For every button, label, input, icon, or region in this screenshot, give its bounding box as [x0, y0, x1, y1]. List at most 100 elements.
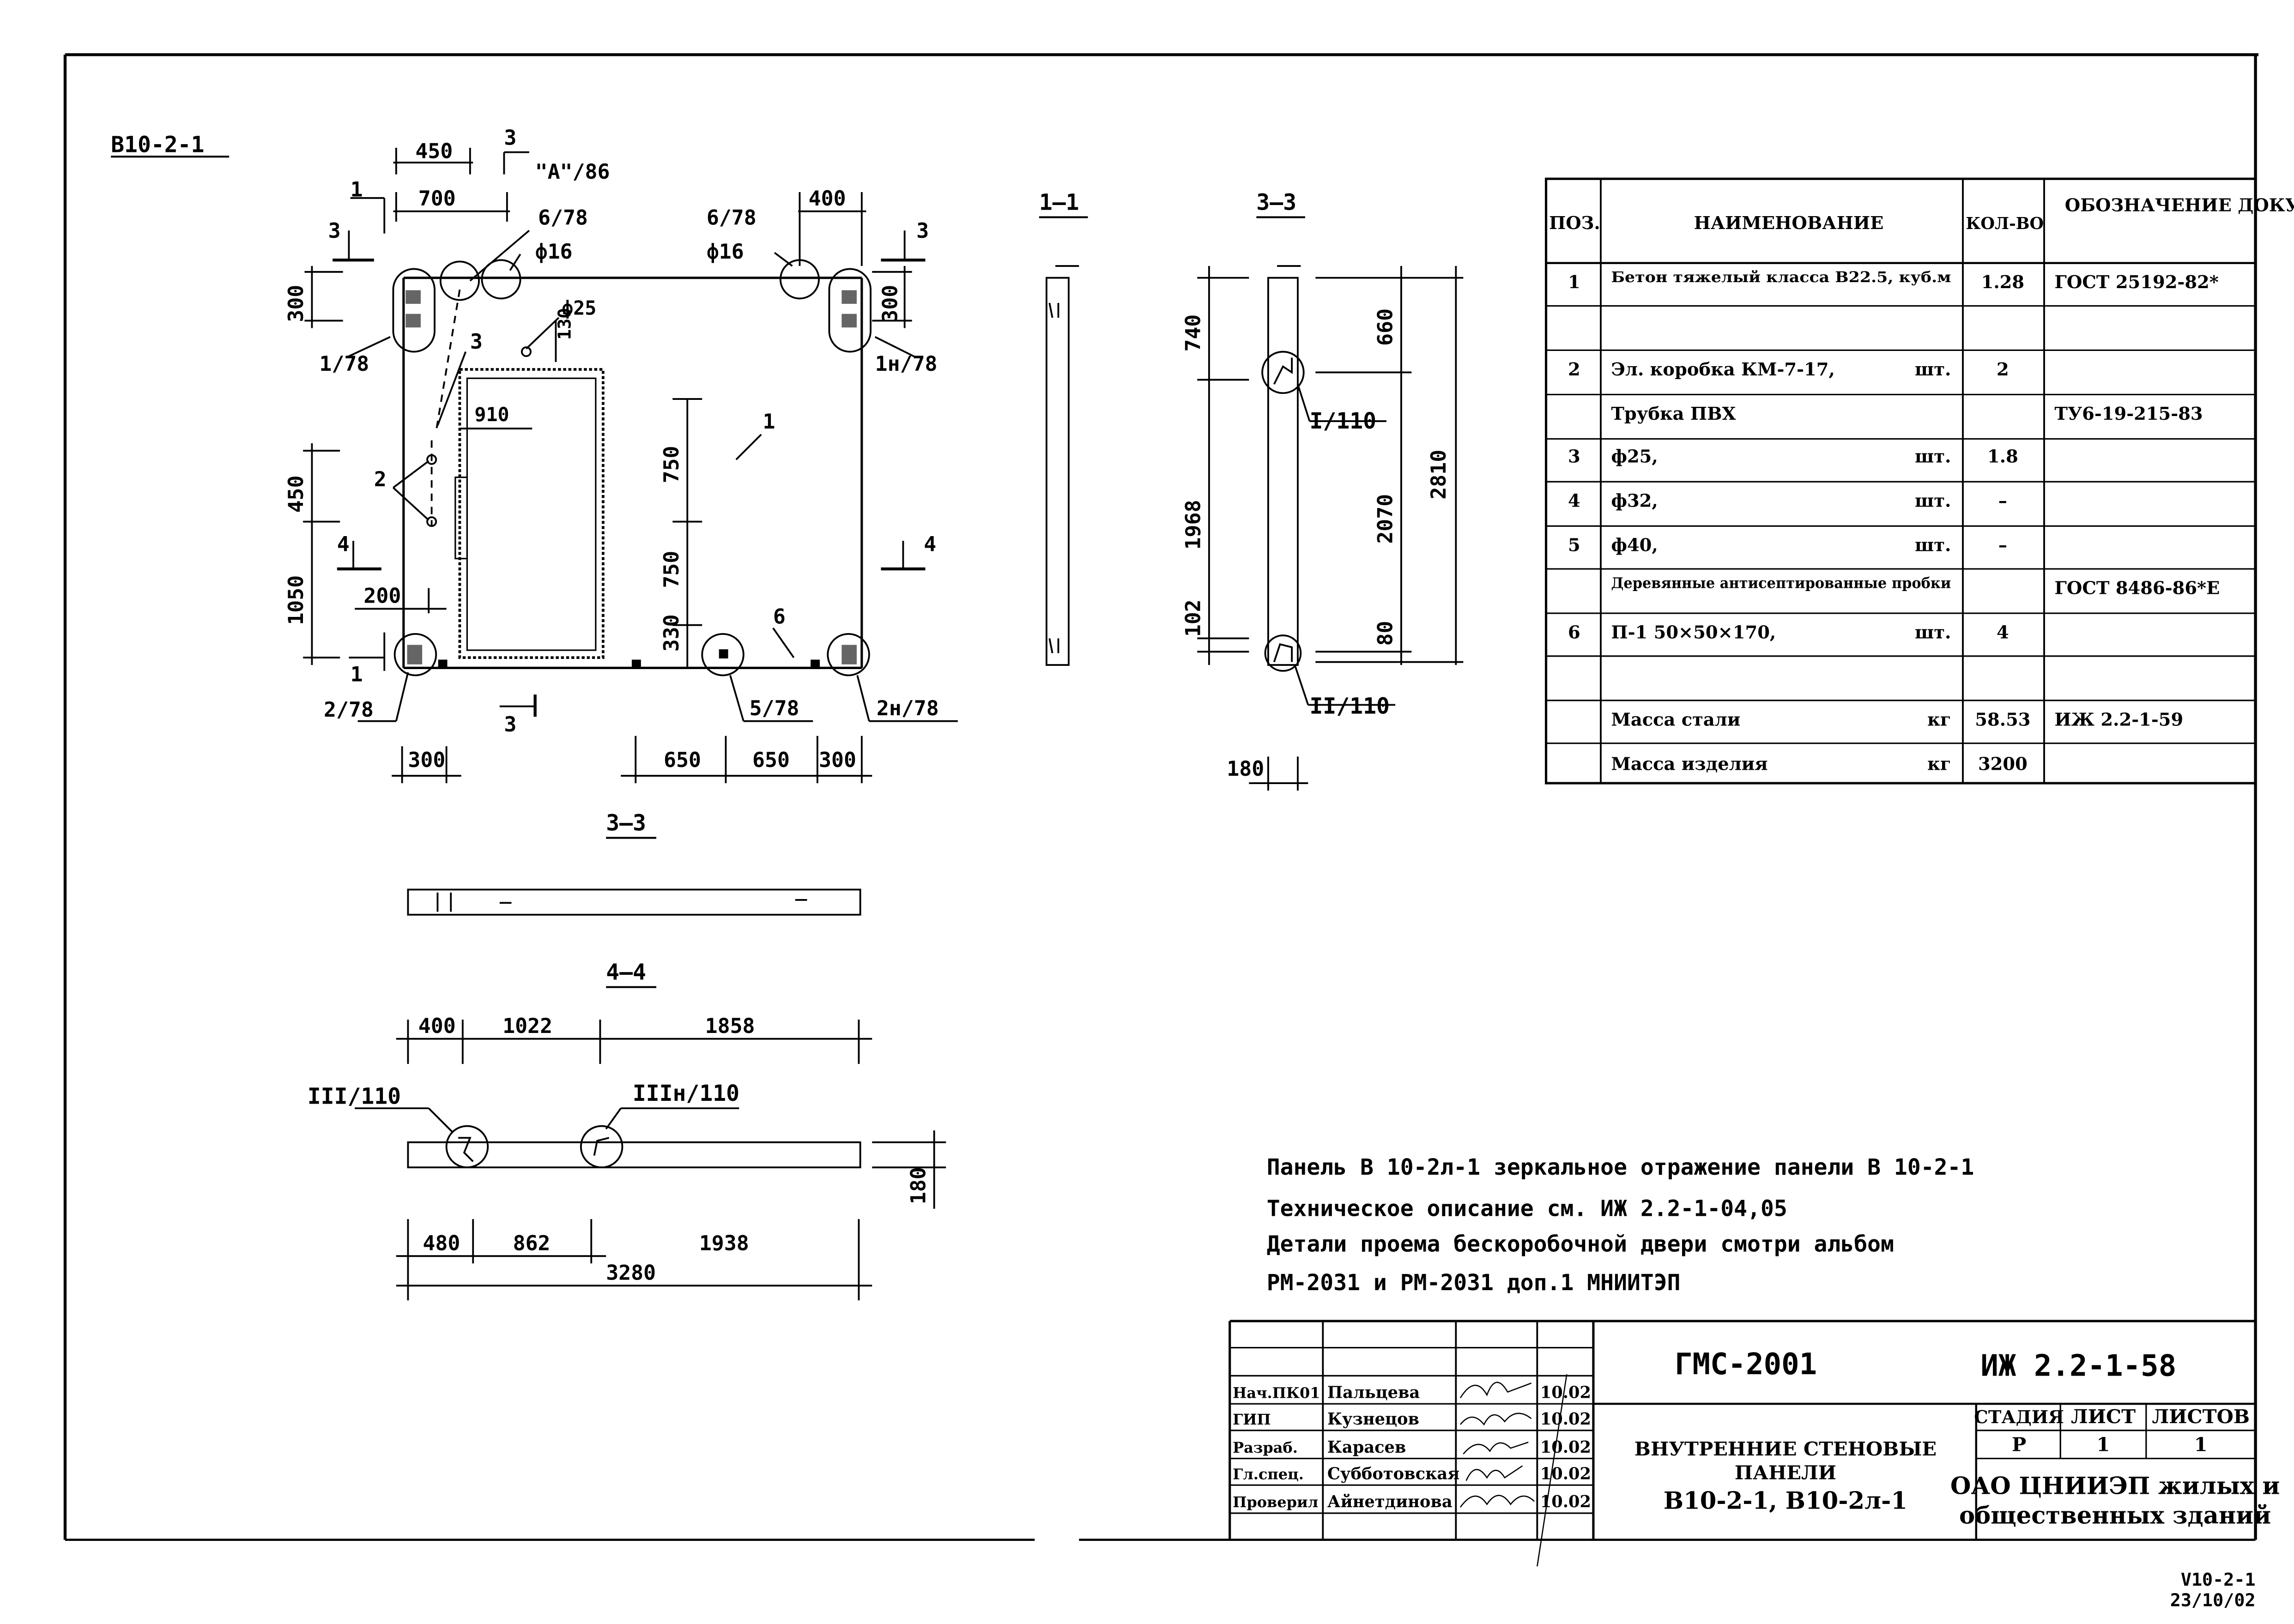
svg-text:700: 700 — [418, 186, 456, 211]
project-name: ГМС-2001 — [1675, 1347, 1817, 1382]
svg-text:ф16: ф16 — [707, 239, 744, 264]
spec-name: Масса стали — [1611, 709, 1740, 730]
svg-text:1022: 1022 — [502, 1014, 552, 1038]
svg-text:180: 180 — [906, 1167, 930, 1204]
svg-text:910: 910 — [474, 403, 509, 426]
door-opening — [458, 368, 605, 659]
signer-date: 10.02 — [1540, 1464, 1591, 1483]
spec-qty: 2 — [1997, 359, 2009, 380]
svg-text:102: 102 — [1181, 599, 1205, 637]
svg-text:1: 1 — [2097, 1433, 2110, 1456]
signer-name: Кузнецов — [1327, 1410, 1419, 1429]
svg-text:3: 3 — [504, 126, 516, 150]
spec-name: Масса изделия — [1611, 754, 1767, 774]
spec-qty: 3200 — [1978, 754, 2028, 774]
spec-unit: кг — [1927, 754, 1951, 774]
spec-pos: 3 — [1568, 447, 1580, 467]
svg-text:300: 300 — [408, 748, 445, 772]
panel-elevation-labels: 450 700 400 "А"/86 3 1 3 3 6/78 ф16 6/78… — [284, 126, 939, 772]
svg-text:1: 1 — [763, 409, 775, 434]
spec-row: Трубка ПВХ ТУ6-19-215-83 — [1611, 404, 2203, 424]
svg-text:2/78: 2/78 — [324, 697, 374, 722]
spec-pos: 2 — [1568, 359, 1580, 380]
svg-text:3–3: 3–3 — [606, 810, 646, 836]
sheet-code: В10-2-1 — [111, 132, 204, 158]
spec-name: ф40, — [1611, 535, 1658, 556]
svg-text:750: 750 — [659, 446, 684, 483]
svg-text:НАИМЕНОВАНИЕ: НАИМЕНОВАНИЕ — [1694, 213, 1884, 234]
svg-text:ОБОЗНАЧЕНИЕ ДОКУМЕНТА: ОБОЗНАЧЕНИЕ ДОКУМЕНТА — [2065, 195, 2294, 216]
svg-text:23/10/02: 23/10/02 — [2170, 1590, 2256, 1611]
signer-row: Разраб. Карасев 10.02 — [1233, 1438, 1591, 1457]
spec-doc: ИЖ 2.2-1-59 — [2054, 709, 2183, 730]
spec-qty: 4 — [1997, 622, 2009, 643]
spec-qty: – — [1998, 491, 2007, 512]
spec-qty: 1.28 — [1981, 272, 2025, 293]
spec-name: Трубка ПВХ — [1611, 404, 1736, 424]
svg-text:3: 3 — [916, 218, 929, 243]
spec-name: ф25, — [1611, 447, 1658, 467]
svg-text:3: 3 — [504, 712, 516, 737]
svg-text:1050: 1050 — [284, 575, 308, 625]
svg-text:Р: Р — [2012, 1433, 2026, 1456]
document-code: ИЖ 2.2-1-58 — [1980, 1349, 2176, 1383]
signer-date: 10.02 — [1540, 1438, 1591, 1457]
svg-text:СТАДИЯ: СТАДИЯ — [1974, 1407, 2064, 1428]
signer-role: ГИП — [1233, 1411, 1271, 1428]
svg-text:3280: 3280 — [606, 1260, 656, 1285]
svg-text:ф25: ф25 — [562, 297, 596, 320]
section-1-1: 1–1 — [1039, 189, 1088, 666]
spec-name: Эл. коробка КМ-7-17, — [1611, 359, 1834, 380]
spec-unit: шт. — [1915, 622, 1951, 643]
spec-table: ПОЗ. НАИМЕНОВАНИЕ КОЛ-ВО ОБОЗНАЧЕНИЕ ДОК… — [1544, 177, 2294, 785]
svg-text:5/78: 5/78 — [750, 696, 799, 720]
svg-text:862: 862 — [513, 1231, 551, 1255]
spec-name: Бетон тяжелый класса В22.5, куб.м — [1611, 268, 1951, 286]
svg-text:1968: 1968 — [1181, 500, 1205, 550]
svg-text:300: 300 — [878, 285, 902, 322]
svg-text:6/78: 6/78 — [538, 205, 588, 229]
svg-text:ф16: ф16 — [535, 239, 573, 264]
spec-doc: ГОСТ 25192-82* — [2054, 272, 2218, 293]
signer-role: Разраб. — [1233, 1439, 1298, 1456]
svg-text:650: 650 — [664, 748, 701, 772]
svg-text:3: 3 — [328, 218, 341, 243]
svg-text:V10-2-1: V10-2-1 — [2181, 1570, 2256, 1590]
svg-text:200: 200 — [363, 584, 401, 608]
spec-pos: 6 — [1568, 622, 1580, 643]
spec-pos: 4 — [1568, 491, 1580, 512]
svg-text:ПАНЕЛИ: ПАНЕЛИ — [1735, 1461, 1836, 1484]
svg-text:660: 660 — [1373, 308, 1398, 346]
spec-name: П-1 50×50×170, — [1611, 622, 1776, 643]
plan-3-3: 3–3 — [407, 810, 861, 916]
svg-text:1н/78: 1н/78 — [875, 351, 938, 376]
spec-pos: 5 — [1568, 535, 1580, 556]
signatures — [1459, 1374, 1568, 1567]
svg-text:2н/78: 2н/78 — [877, 696, 939, 720]
svg-text:3–3: 3–3 — [1256, 189, 1296, 215]
svg-text:80: 80 — [1373, 621, 1398, 646]
signer-name: Карасев — [1327, 1438, 1406, 1457]
svg-text:ОАО ЦНИИЭП жилых и: ОАО ЦНИИЭП жилых и — [1950, 1472, 2280, 1500]
svg-text:6/78: 6/78 — [707, 205, 757, 229]
svg-text:1–1: 1–1 — [1039, 189, 1079, 215]
svg-text:1858: 1858 — [705, 1014, 755, 1038]
spec-name: ф32, — [1611, 491, 1658, 512]
svg-text:II/110: II/110 — [1310, 694, 1390, 719]
svg-text:"А"/86: "А"/86 — [535, 159, 610, 184]
svg-text:I/110: I/110 — [1310, 408, 1377, 434]
svg-text:4: 4 — [924, 532, 936, 556]
svg-text:Техническое описание см. ИЖ 2: Техническое описание см. ИЖ 2.2-1-04,05 — [1267, 1196, 1787, 1222]
panel-elevation — [303, 148, 958, 784]
spec-doc: ТУ6-19-215-83 — [2054, 404, 2203, 424]
plan-4-4: 4–4 400 1022 18 — [308, 960, 946, 1301]
spec-unit: шт. — [1915, 535, 1951, 556]
